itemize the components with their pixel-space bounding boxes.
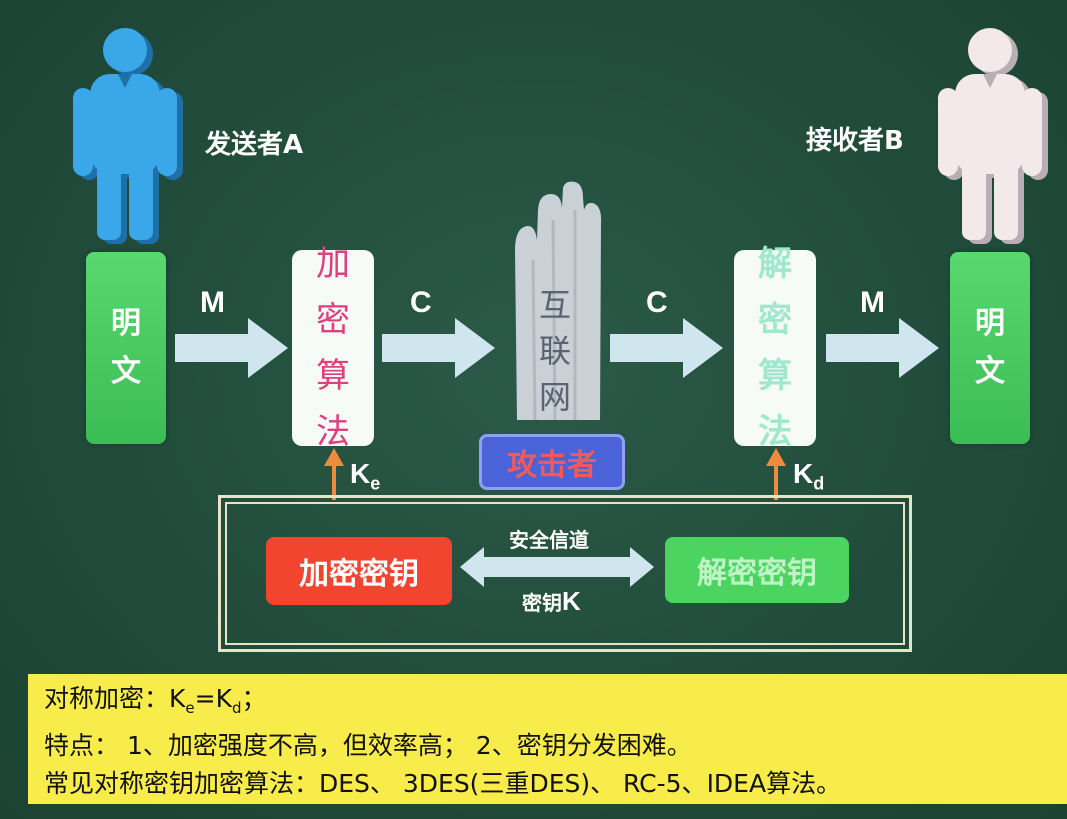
- plaintext-left-char1: 明: [111, 306, 141, 341]
- arrow-c1-label: C: [410, 286, 432, 319]
- encrypt-key-label: 加密密钥: [299, 557, 419, 592]
- arrow-c1-icon: [382, 318, 495, 378]
- arrow-m1-icon: [175, 318, 288, 378]
- key-arrow-ke-icon: [324, 448, 344, 466]
- receiver-label: 接收者B: [806, 126, 904, 156]
- key-arrow-kd-icon: [766, 448, 786, 466]
- channel-key-label: 密钥K: [522, 586, 581, 616]
- arrow-c2-icon: [610, 318, 723, 378]
- notes-line-1: 对称加密：Ke=Kd；: [44, 684, 267, 717]
- decrypt-char-3: 算: [758, 356, 792, 396]
- key-exchange-frame: [218, 495, 912, 652]
- key-kd-label: Kd: [793, 458, 825, 494]
- sender-figure-icon: [73, 28, 183, 244]
- plaintext-left-char2: 文: [111, 354, 141, 389]
- notes-line-3: 常见对称密钥加密算法：DES、 3DES(三重DES)、 RC-5、IDEA算法…: [44, 769, 842, 798]
- decrypt-algorithm-box: 解 密 算 法: [734, 244, 816, 452]
- encrypt-char-3: 算: [316, 356, 350, 396]
- internet-hand-icon: [515, 181, 602, 421]
- encrypt-algorithm-box: 加 密 算 法: [292, 244, 374, 452]
- key-ke-label: Ke: [350, 458, 381, 494]
- attacker-box: 攻击者: [479, 434, 625, 490]
- notes-line-2: 特点： 1、加密强度不高，但效率高； 2、密钥分发困难。: [44, 731, 692, 760]
- notes-panel: 对称加密：Ke=Kd； 特点： 1、加密强度不高，但效率高； 2、密钥分发困难。…: [28, 674, 1067, 804]
- arrow-m2-icon: [826, 318, 939, 378]
- internet-char-2: 联: [538, 332, 571, 370]
- decrypt-char-2: 密: [758, 300, 792, 340]
- attacker-label: 攻击者: [507, 448, 597, 483]
- internet-char-3: 网: [538, 378, 571, 416]
- plaintext-right-char2: 文: [975, 354, 1005, 389]
- plaintext-left-box: 明 文: [86, 252, 166, 444]
- secure-channel-label: 安全信道: [509, 528, 589, 552]
- encrypt-char-1: 加: [316, 244, 350, 284]
- decrypt-char-1: 解: [758, 244, 792, 284]
- sender-label: 发送者A: [205, 130, 304, 160]
- encrypt-key-box: 加密密钥: [266, 537, 452, 605]
- encrypt-char-2: 密: [316, 300, 350, 340]
- arrow-c2-label: C: [646, 286, 668, 319]
- receiver-figure-icon: [938, 28, 1048, 244]
- encrypt-char-4: 法: [316, 412, 350, 452]
- arrow-m2-label: M: [860, 286, 885, 319]
- plaintext-right-char1: 明: [975, 306, 1005, 341]
- secure-channel-arrow-icon: [460, 547, 654, 587]
- internet-label: 互 联 网: [505, 282, 605, 420]
- internet-char-1: 互: [538, 286, 571, 324]
- decrypt-key-box: 解密密钥: [665, 537, 849, 603]
- decrypt-char-4: 法: [758, 412, 792, 452]
- arrow-m1-label: M: [200, 286, 225, 319]
- plaintext-right-box: 明 文: [950, 252, 1030, 444]
- decrypt-key-label: 解密密钥: [697, 556, 817, 591]
